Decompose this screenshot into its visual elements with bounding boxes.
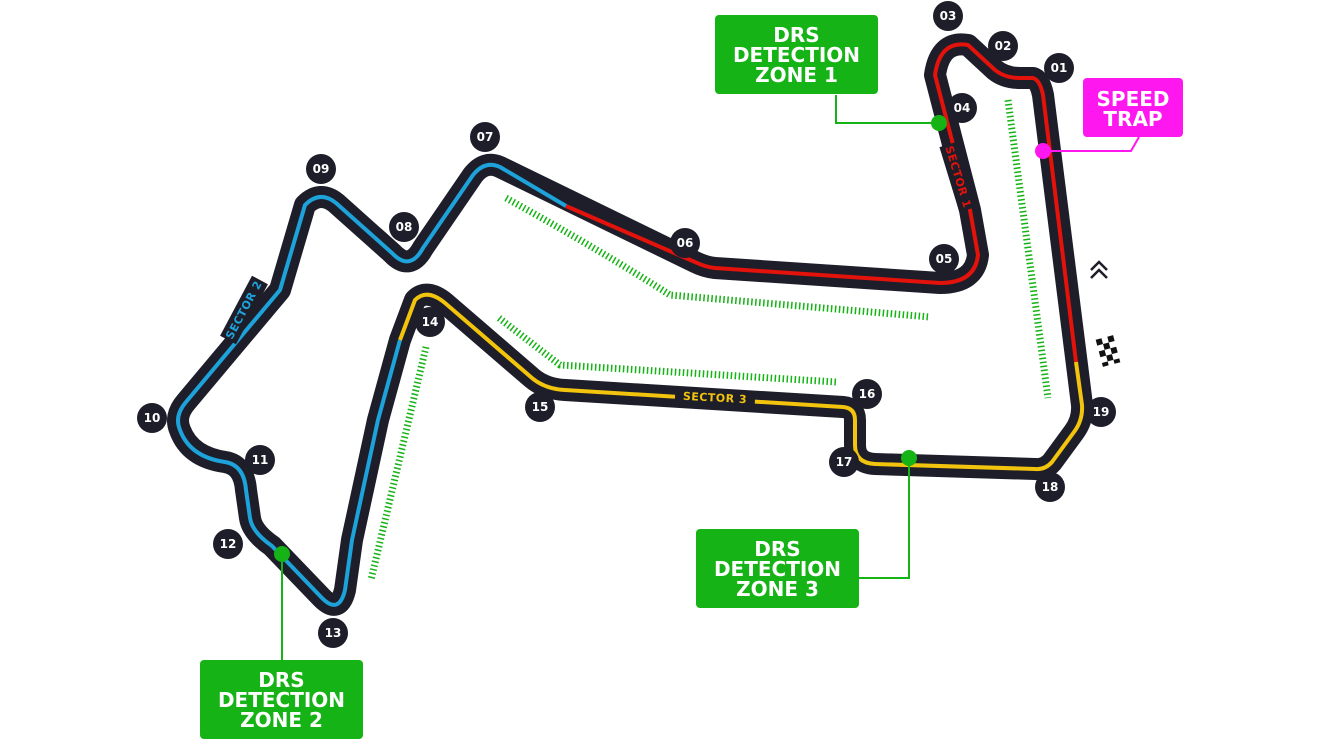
drs-detection-zone-3-callout: DRS DETECTION ZONE 3 xyxy=(696,450,917,608)
svg-text:05: 05 xyxy=(936,252,953,266)
drs-zone-sector3 xyxy=(496,315,837,386)
turn-08: 08 xyxy=(389,212,419,242)
svg-text:10: 10 xyxy=(144,411,161,425)
drs-zone-back-straight xyxy=(504,194,931,321)
svg-text:19: 19 xyxy=(1093,405,1110,419)
turn-03: 03 xyxy=(933,1,963,31)
drs-detection-point-1 xyxy=(931,115,947,131)
svg-text:DETECTION: DETECTION xyxy=(218,688,345,712)
direction-chevrons-icon xyxy=(1090,260,1108,279)
turn-18: 18 xyxy=(1035,472,1065,502)
svg-text:SECTOR 3: SECTOR 3 xyxy=(683,390,748,406)
turn-13: 13 xyxy=(318,618,348,648)
sector-3-line xyxy=(398,292,1085,472)
turn-04: 04 xyxy=(947,93,977,123)
sector-1-line xyxy=(565,42,1078,363)
speed-trap-point xyxy=(1035,143,1051,159)
svg-text:TRAP: TRAP xyxy=(1103,107,1162,131)
svg-text:02: 02 xyxy=(995,39,1012,53)
svg-text:18: 18 xyxy=(1042,480,1059,494)
svg-text:16: 16 xyxy=(859,387,876,401)
turn-09: 09 xyxy=(306,154,336,184)
svg-text:11: 11 xyxy=(252,453,269,467)
drs-detection-point-3 xyxy=(901,450,917,466)
svg-text:08: 08 xyxy=(396,220,413,234)
track-outline xyxy=(167,33,1094,616)
svg-text:04: 04 xyxy=(954,101,971,115)
turn-05: 05 xyxy=(929,244,959,274)
svg-text:DRS: DRS xyxy=(754,537,800,561)
svg-text:DETECTION: DETECTION xyxy=(733,43,860,67)
svg-text:ZONE 2: ZONE 2 xyxy=(240,708,323,732)
svg-text:06: 06 xyxy=(677,236,694,250)
svg-text:01: 01 xyxy=(1051,61,1068,75)
speed-trap-callout: SPEED TRAP xyxy=(1035,78,1183,159)
drs-detection-point-2 xyxy=(274,546,290,562)
svg-text:15: 15 xyxy=(532,400,549,414)
turn-16: 16 xyxy=(852,379,882,409)
turn-15: 15 xyxy=(525,392,555,422)
turn-02: 02 xyxy=(988,31,1018,61)
chequered-flag-icon xyxy=(1095,335,1121,367)
turn-19: 19 xyxy=(1086,397,1116,427)
svg-text:07: 07 xyxy=(477,130,494,144)
sector-3-label: SECTOR 3 xyxy=(674,386,756,410)
turn-11: 11 xyxy=(245,445,275,475)
svg-text:DRS: DRS xyxy=(258,668,304,692)
svg-text:DRS: DRS xyxy=(773,23,819,47)
turn-07: 07 xyxy=(470,122,500,152)
svg-text:14: 14 xyxy=(422,315,439,329)
svg-text:13: 13 xyxy=(325,626,342,640)
drs-zones xyxy=(367,99,1052,581)
turn-14: 14 xyxy=(415,307,445,337)
svg-text:ZONE 1: ZONE 1 xyxy=(755,63,838,87)
svg-text:09: 09 xyxy=(313,162,330,176)
turn-01: 01 xyxy=(1044,53,1074,83)
drs-detection-zone-2-callout: DRS DETECTION ZONE 2 xyxy=(200,546,363,739)
svg-text:SPEED: SPEED xyxy=(1097,87,1170,111)
drs-detection-zone-1-callout: DRS DETECTION ZONE 1 xyxy=(715,15,947,131)
turn-12: 12 xyxy=(213,529,243,559)
svg-text:ZONE 3: ZONE 3 xyxy=(736,577,819,601)
turn-markers: 01 02 03 04 05 06 07 08 09 10 11 12 13 1… xyxy=(137,1,1116,648)
svg-text:03: 03 xyxy=(940,9,957,23)
turn-17: 17 xyxy=(829,447,859,477)
turn-06: 06 xyxy=(670,228,700,258)
svg-text:DETECTION: DETECTION xyxy=(714,557,841,581)
svg-text:17: 17 xyxy=(836,455,853,469)
svg-text:12: 12 xyxy=(220,537,237,551)
sector-2-line xyxy=(176,162,568,607)
turn-10: 10 xyxy=(137,403,167,433)
